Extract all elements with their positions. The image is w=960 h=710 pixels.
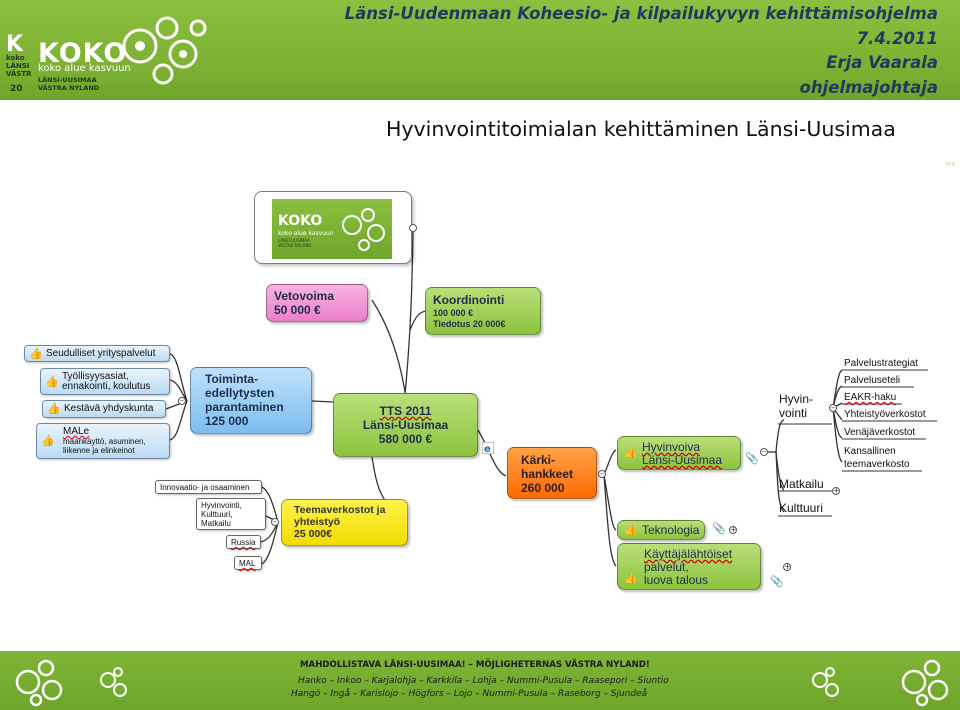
footer-bubbles-right-icon [901,659,949,707]
card-bubbles-icon [342,208,385,251]
hyvinvointi-item[interactable]: Venäjäverkostot [844,427,916,438]
logo-region-sv: VÄSTRA NYLAND [38,84,100,92]
collapse-toggle[interactable] [409,224,417,232]
card-region-sv: VÄSTRA NYLAND [278,243,312,248]
teknologia-node[interactable]: 👍 Teknologia [617,520,705,540]
paperclip-icon[interactable]: 📎 [712,522,726,535]
hyvinvointi-item[interactable]: EAKR-haku [844,392,897,403]
header-title-line: 7.4.2011 [856,28,938,48]
connector-line [775,451,785,513]
hyvinvointi-item[interactable]: teemaverkosto [844,459,910,470]
expand-toggle[interactable]: + [729,525,737,534]
header-title-line: Länsi-Uudenmaan Koheesio- ja kilpailukyv… [344,4,938,23]
connector-line [603,474,617,567]
connector-line [261,521,279,565]
connector-line [775,419,785,453]
thumbs-up-icon: 👍 [624,447,638,459]
leaf-tyollisyys[interactable]: 👍 Työllisyysasiat, ennakointi, koulutus [40,368,170,395]
teema-node[interactable]: Teemaverkostot ja yhteistyö 25 000€ [281,499,408,546]
footer-municipalities-fi: Hanko – Inkoo – Karjalohja – Karkkila – … [298,676,669,686]
header-title: Länsi-Uudenmaan Koheesio- ja kilpailukyv… [298,2,938,100]
koko-logo-image: KOKO koko alue kasvuun LÄNSI-UUSIMAA VÄS… [272,199,392,259]
thumbs-up-icon: 👍 [47,403,61,415]
collapse-toggle[interactable]: – [760,447,768,456]
thumbs-up-icon: 👍 [29,347,43,360]
hyvinvoiva-node[interactable]: 👍 Hyvinvoiva Länsi-Uusimaa [617,436,741,470]
paperclip-icon[interactable]: 📎 [745,452,759,465]
teema-item-mal[interactable]: MAL [234,556,262,570]
leaf-male[interactable]: 👍 MALe maankäyttö, asuminen, liikenne ja… [36,423,170,459]
hyvinvointi-item[interactable]: Kansallinen [844,446,896,457]
connector-line [261,486,279,523]
koordinointi-node[interactable]: Koordinointi 100 000 € Tiedotus 20 000€ [425,287,541,335]
teema-item-russia[interactable]: Russia [226,535,261,549]
connector-line [603,474,617,531]
vetovoima-node[interactable]: Vetovoima 50 000 € [266,284,368,322]
thumbs-up-icon: 👍 [624,572,638,585]
connector-line [477,429,507,477]
teema-item-innovaatio[interactable]: Innovaatio- ja osaaminen [155,480,262,494]
logo-tagline: koko alue kasvuun [38,63,131,74]
center-node[interactable]: TTS 2011 Länsi-Uusimaa 580 000 € [333,393,478,457]
toiminta-node[interactable]: Toiminta- edellytysten parantaminen 125 … [190,367,312,434]
card-brand: KOKO [278,213,323,229]
footer-slogan: MAHDOLLISTAVA LÄNSI-UUSIMAA! – MÖJLIGHET… [300,660,650,670]
thumbs-up-icon: 👍 [41,435,55,447]
teema-item-hyvinvointi[interactable]: Hyvinvointi, Kulttuuri, Matkailu [196,498,266,530]
thumbs-up-icon: 👍 [45,375,59,388]
connector-line [169,353,188,402]
logo-letter: K [6,32,24,57]
page-title: Hyvinvointitoimialan kehittäminen Länsi-… [386,117,896,141]
footer-bubbles-left-small-icon [100,667,127,697]
hyvinvointi-branch[interactable]: Hyvin- vointi [779,392,814,420]
karki-node[interactable]: Kärki- hankkeet 260 000 [507,447,597,499]
kulttuuri-branch[interactable]: Kulttuuri [779,501,824,515]
connector-line [409,310,427,331]
header-title-line: Erja Vaarala [826,53,938,72]
footer-banner [0,651,960,710]
collapse-toggle[interactable]: – [598,469,606,478]
connector-line [404,227,414,396]
collapse-toggle[interactable]: – [178,396,186,405]
logo-region-fi: LÄNSI-UUSIMAA [38,76,97,84]
connector-line [832,407,843,463]
footer-bubbles-right-small-icon [812,667,839,697]
hyvinvointi-item[interactable]: Yhteistyöverkostot [844,409,926,420]
logo-small-text: koko LÄNSI VÄSTR [6,54,32,78]
connector-line [603,449,617,476]
thumbs-up-icon: 👍 [624,524,638,536]
expand-toggle[interactable]: + [832,486,840,495]
header-title-line: ohjelmajohtaja [799,77,938,97]
hyvinvointi-item[interactable]: Palvelustrategiat [844,358,918,369]
collapse-toggle[interactable]: – [271,517,279,526]
card-region-fi: LÄNSI-UUSIMAA [278,238,310,243]
hyvinvointi-item[interactable]: Palveluseteli [844,375,901,386]
logo-brand: KOKO [38,38,128,69]
matkailu-branch[interactable]: Matkailu [779,477,824,491]
logo-number: 20 [10,84,23,94]
connector-line [311,400,335,403]
ie-icon[interactable]: e [482,442,494,454]
footer-municipalities-sv: Hangö – Ingå – Karislojo – Högfors – Loj… [291,689,648,699]
footer-bubbles-left-icon [15,659,63,707]
leaf-kestava[interactable]: 👍 Kestävä yhdyskunta [42,400,166,418]
leaf-seudulliset[interactable]: 👍 Seudulliset yrityspalvelut [24,345,170,362]
paperclip-icon[interactable]: 📎 [770,575,784,588]
connector-line [169,400,188,441]
svg-text:e: e [484,444,491,454]
side-note: Lä-g [946,161,955,166]
bubbles-decoration-icon [122,16,207,85]
card-tagline: koko alue kasvuun [278,230,334,237]
koko-logo-card: KOKO koko alue kasvuun LÄNSI-UUSIMAA VÄS… [254,191,417,264]
kayttaja-node[interactable]: 👍 Käyttäjälähtöiset palvelut, luova talo… [617,543,761,590]
connector-line [371,299,406,393]
expand-toggle[interactable]: + [783,562,791,571]
collapse-toggle[interactable]: – [829,403,837,412]
